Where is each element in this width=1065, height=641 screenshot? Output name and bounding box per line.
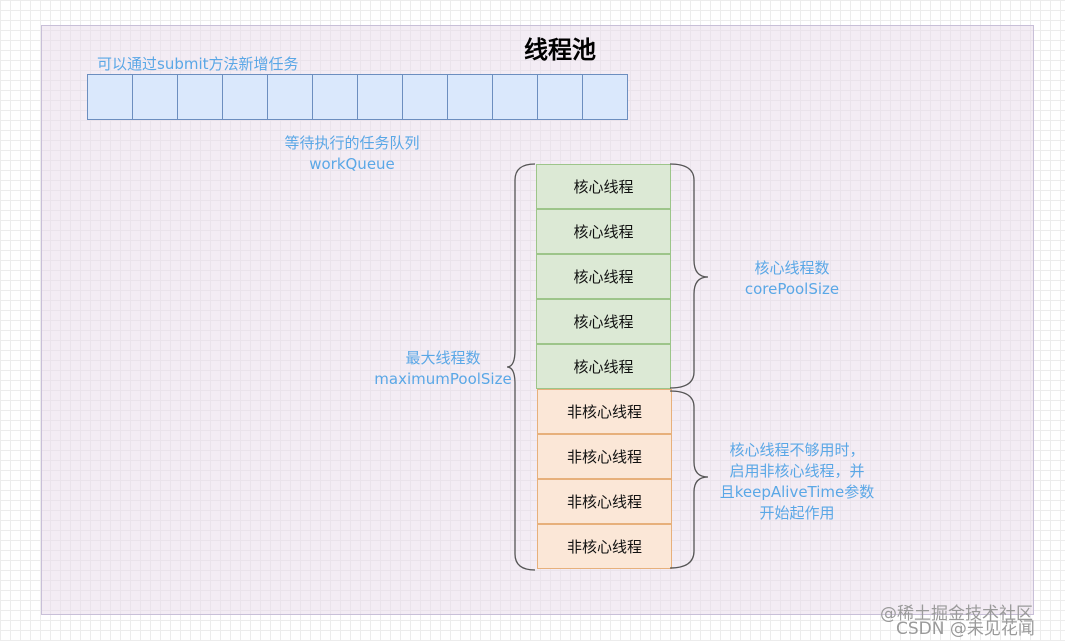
core-pool-label-line2: corePoolSize — [744, 280, 840, 298]
noncore-brace — [669, 390, 709, 569]
noncore-thread: 非核心线程 — [537, 524, 672, 569]
queue-slot — [403, 75, 448, 119]
noncore-label-line3: 且keepAliveTime参数 — [719, 483, 875, 501]
noncore-label-line4: 开始起作用 — [759, 504, 835, 522]
work-queue-label-line1: 等待执行的任务队列 — [284, 134, 420, 152]
noncore-thread: 非核心线程 — [537, 434, 672, 479]
core-thread: 核心线程 — [536, 209, 671, 254]
watermark-juejin: @稀土掘金技术社区 — [880, 604, 1033, 624]
queue-slot — [133, 75, 178, 119]
queue-slot — [88, 75, 133, 119]
queue-slot — [178, 75, 223, 119]
core-pool-label-line1: 核心线程数 — [754, 259, 830, 277]
queue-slot — [538, 75, 583, 119]
max-pool-brace — [506, 163, 536, 571]
queue-slot — [358, 75, 403, 119]
core-pool-brace — [669, 163, 709, 389]
noncore-label: 核心线程不够用时， 启用非核心线程，并 且keepAliveTime参数 开始起… — [712, 440, 882, 524]
core-pool-label: 核心线程数 corePoolSize — [722, 258, 862, 300]
submit-label: 可以通过submit方法新增任务 — [97, 55, 299, 73]
core-thread: 核心线程 — [536, 299, 671, 344]
noncore-thread: 非核心线程 — [537, 479, 672, 524]
queue-slot — [583, 75, 627, 119]
queue-slot — [268, 75, 313, 119]
watermark-csdn: CSDN @未见花闻 — [896, 619, 1035, 639]
max-pool-label-line1: 最大线程数 — [405, 349, 481, 367]
core-thread: 核心线程 — [536, 344, 671, 389]
core-thread: 核心线程 — [536, 164, 671, 209]
queue-slot — [448, 75, 493, 119]
noncore-label-line2: 启用非核心线程，并 — [729, 462, 865, 480]
core-thread: 核心线程 — [536, 254, 671, 299]
work-queue-label-line2: workQueue — [309, 155, 395, 173]
noncore-label-line1: 核心线程不够用时， — [729, 441, 865, 459]
queue-slot — [313, 75, 358, 119]
queue-slot — [493, 75, 538, 119]
queue-slot — [223, 75, 268, 119]
max-pool-label: 最大线程数 maximumPoolSize — [368, 348, 518, 390]
max-pool-label-line2: maximumPoolSize — [374, 370, 512, 388]
noncore-thread: 非核心线程 — [537, 389, 672, 434]
work-queue — [87, 74, 628, 120]
diagram-title: 线程池 — [524, 36, 596, 64]
work-queue-label: 等待执行的任务队列 workQueue — [252, 133, 452, 175]
